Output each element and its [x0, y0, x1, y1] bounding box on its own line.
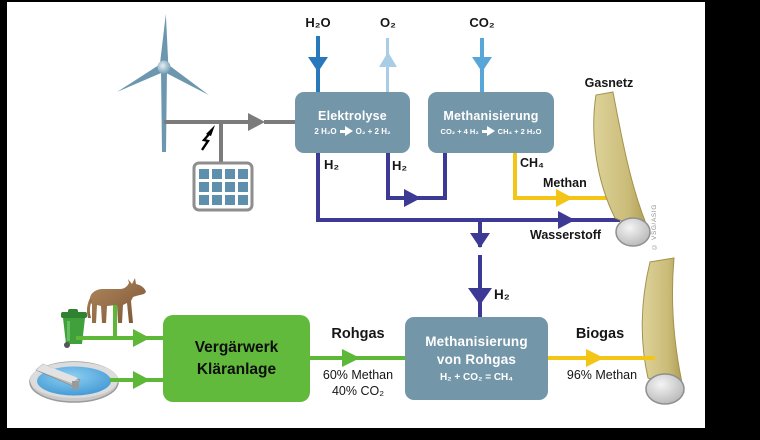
elektrolyse-formula: 2 H₂O O₂ + 2 H₂	[314, 126, 391, 136]
methanisierung-formula: CO₂ + 4 H₂ CH₄ + 2 H₂O	[440, 126, 542, 136]
h2-label-2: H₂	[392, 158, 408, 173]
cow-icon	[86, 278, 146, 323]
h2-label-1: H₂	[324, 157, 340, 172]
vergaerwerk-title-line2: Kläranlage	[196, 360, 277, 378]
methanisierung-rohgas-title-line1: Methanisierung	[425, 334, 528, 349]
wasserstoff-label: Wasserstoff	[530, 228, 602, 242]
o2-output-label: O₂	[380, 15, 396, 30]
ch4-label: CH₄	[520, 156, 545, 170]
solar-panel-icon	[192, 161, 254, 212]
biogas-label: Biogas	[575, 326, 625, 342]
solar-feed-line	[219, 122, 223, 163]
electricity-line-2	[264, 120, 295, 124]
gas-pipe-icon	[593, 91, 651, 247]
h2-line-vertical-1	[316, 153, 320, 220]
ch4-line-vertical	[513, 153, 517, 198]
rohgas-composition-1: 60% Methan	[322, 368, 394, 382]
formula-arrow-icon	[481, 126, 495, 136]
substrate-line-1	[76, 336, 163, 340]
co2-arrowhead	[472, 57, 492, 72]
elektrolyse-title: Elektrolyse	[318, 109, 387, 123]
wasserstoff-arrowhead	[558, 211, 575, 229]
co2-input-label: CO₂	[469, 15, 495, 30]
h2-line-vertical-3	[443, 153, 447, 198]
o2-arrowhead	[379, 52, 397, 67]
substrate-arrowhead-2	[133, 371, 150, 389]
lightning-icon	[201, 125, 215, 151]
methan-arrowhead	[556, 189, 573, 207]
rohgas-label: Rohgas	[331, 326, 385, 342]
methanisierung-rohgas-title-line2: von Rohgas	[436, 352, 517, 367]
h2-branch-line-lower	[478, 255, 482, 317]
gasnetz-label: Gasnetz	[584, 76, 634, 90]
wind-turbine-icon	[117, 14, 209, 152]
wasserstoff-line	[316, 218, 620, 222]
electricity-line	[164, 120, 252, 124]
h2-link-arrowhead	[404, 189, 421, 207]
clarifier-pond-icon	[29, 361, 119, 403]
vergaerwerk-title-line1: Vergärwerk	[194, 338, 279, 356]
cow-feed-line	[113, 305, 117, 340]
biogas-composition: 96% Methan	[566, 368, 638, 382]
vergaerwerk-box: Vergärwerk Kläranlage	[163, 315, 310, 402]
copyright-credit: © VSG/ASIG	[651, 204, 658, 250]
methanisierung-rohgas-formula: H₂ + CO₂ = CH₄	[439, 372, 514, 383]
methanisierung-rohgas-box: Methanisierung von Rohgas H₂ + CO₂ = CH₄	[405, 317, 548, 400]
substrate-arrowhead-1	[133, 329, 150, 347]
waste-bin-icon	[61, 309, 87, 348]
methanisierung-box: Methanisierung CO₂ + 4 H₂ CH₄ + 2 H₂O	[428, 92, 554, 153]
rohgas-composition-2: 40% CO₂	[331, 384, 385, 398]
electricity-arrowhead	[248, 113, 265, 131]
biogas-arrowhead	[586, 349, 604, 367]
methanisierung-title: Methanisierung	[443, 109, 539, 123]
h2-branch-arrowhead-lower	[468, 288, 492, 305]
h2o-arrowhead	[308, 57, 328, 72]
formula-arrow-icon	[339, 126, 353, 136]
elektrolyse-box: Elektrolyse 2 H₂O O₂ + 2 H₂	[295, 92, 410, 153]
methan-label: Methan	[543, 176, 587, 190]
h2o-input-label: H₂O	[305, 15, 331, 30]
h2-branch-arrowhead-upper	[470, 233, 490, 248]
rohgas-arrowhead	[342, 349, 360, 367]
h2-line-vertical-2	[386, 153, 390, 198]
h2-label-3: H₂	[494, 287, 510, 302]
